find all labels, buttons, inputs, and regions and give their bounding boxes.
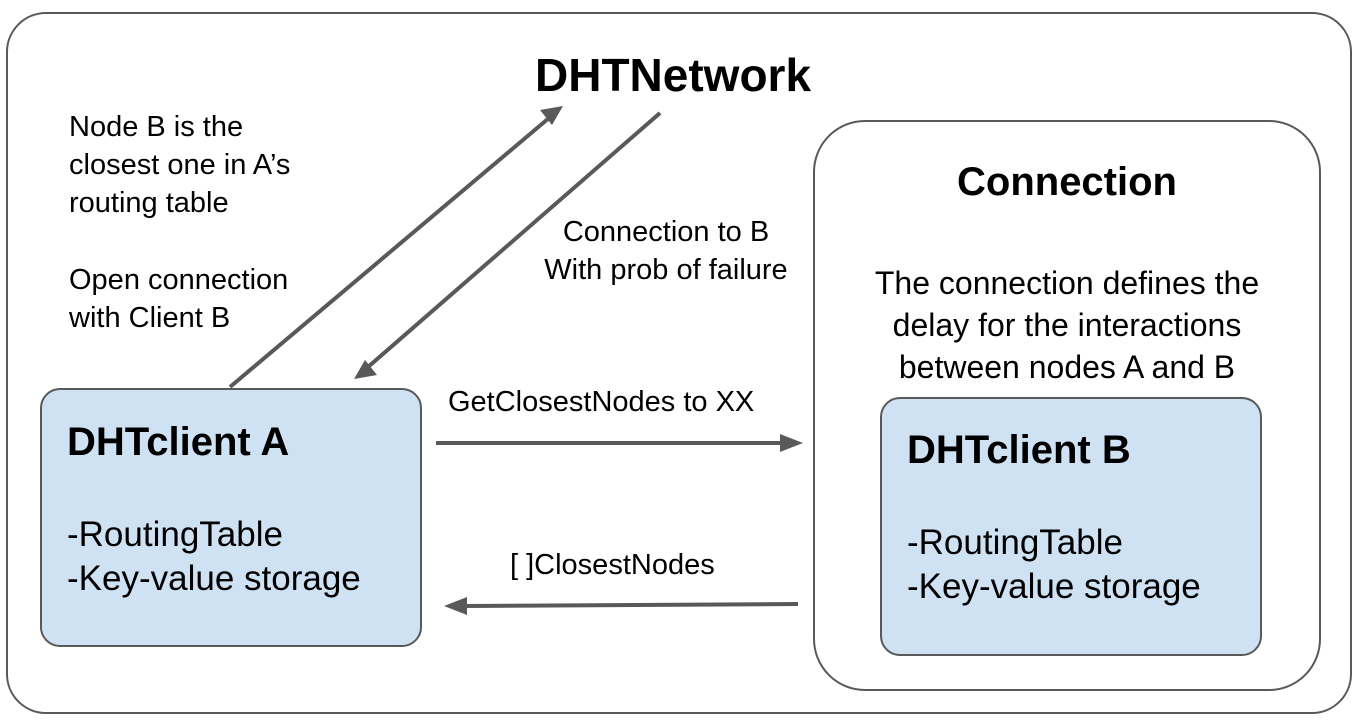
open-note-line: with Client B bbox=[69, 302, 231, 334]
client-a-title: DHTclient A bbox=[67, 420, 290, 464]
arrow-network-to-client-a bbox=[366, 111, 662, 369]
arrow-client-a-to-network bbox=[228, 116, 551, 389]
client-a-attribute: -Key-value storage bbox=[67, 559, 361, 598]
network-title: DHTNetwork bbox=[535, 49, 812, 101]
client-a-attribute: -RoutingTable bbox=[67, 515, 283, 554]
open-note-line: Open connection bbox=[69, 264, 289, 296]
request-label: GetClosestNodes to XX bbox=[448, 386, 755, 418]
connection-desc-line: delay for the interactions bbox=[892, 307, 1242, 343]
connection-title: Connection bbox=[957, 160, 1177, 204]
arrowhead-to-network bbox=[540, 106, 563, 125]
open-connection-note: Open connection with Client B bbox=[69, 261, 288, 337]
client-b-title: DHTclient B bbox=[907, 428, 1131, 472]
connection-desc-line: The connection defines the bbox=[874, 265, 1260, 301]
connection-desc-line: between nodes A and B bbox=[898, 349, 1236, 385]
connection-note-line: With prob of failure bbox=[544, 254, 788, 286]
client-a-attributes: -RoutingTable -Key-value storage bbox=[67, 513, 361, 601]
client-b-box bbox=[880, 397, 1262, 656]
arrowhead-response bbox=[444, 597, 467, 615]
routing-note-line: Node B is the bbox=[69, 111, 244, 143]
connection-note-line: Connection to B bbox=[562, 216, 770, 248]
arrow-response bbox=[463, 602, 799, 608]
routing-note: Node B is the closest one in A’s routing… bbox=[69, 108, 290, 222]
client-b-attribute: -RoutingTable bbox=[907, 523, 1123, 562]
arrowhead-request bbox=[780, 434, 803, 452]
connection-to-b-note: Connection to B With prob of failure bbox=[532, 213, 800, 289]
arrowhead-to-client-a bbox=[354, 360, 377, 379]
response-label: [ ]ClosestNodes bbox=[510, 549, 715, 581]
connection-description: The connection defines the delay for the… bbox=[813, 262, 1321, 388]
client-a-box bbox=[40, 388, 422, 647]
routing-note-line: routing table bbox=[69, 187, 229, 219]
routing-note-line: closest one in A’s bbox=[69, 149, 291, 181]
client-b-attribute: -Key-value storage bbox=[907, 567, 1201, 606]
client-b-attributes: -RoutingTable -Key-value storage bbox=[907, 521, 1201, 609]
